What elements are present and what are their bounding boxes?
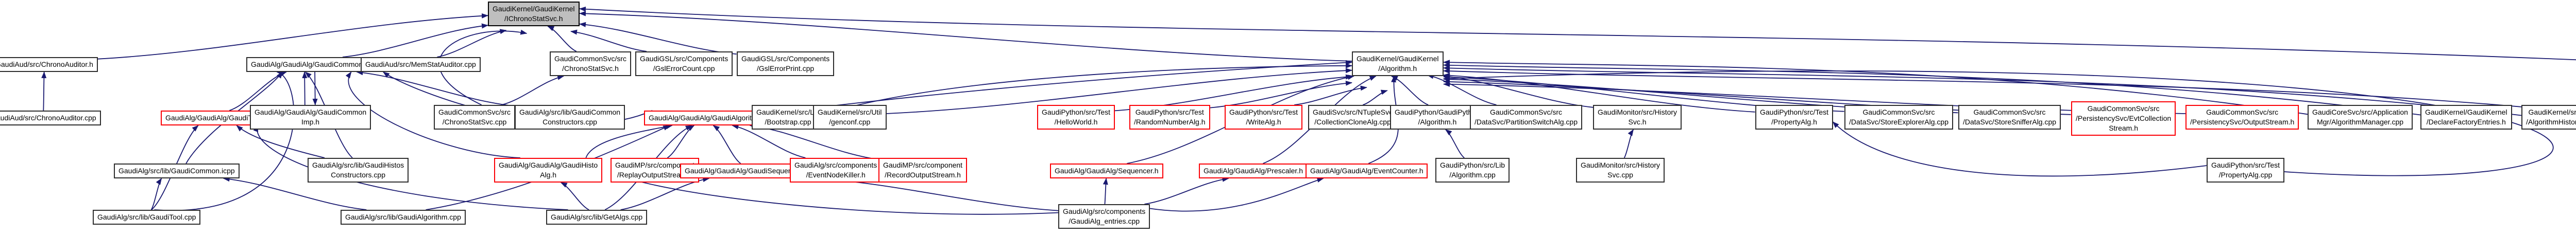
include-edge	[1443, 60, 2308, 115]
graph-node[interactable]: GaudiAlg/GaudiAlg/GaudiCommon Imp.h	[250, 105, 371, 130]
include-edge	[302, 71, 308, 105]
graph-node[interactable]: GaudiKernel/src/Lib /Bootstrap.cpp	[752, 105, 824, 130]
include-edge	[1445, 129, 1465, 158]
include-edge	[1443, 72, 1755, 113]
include-edge	[585, 124, 673, 158]
include-edge	[150, 178, 162, 210]
include-edge	[1363, 89, 1388, 105]
graph-node[interactable]: GaudiAlg/src/lib/GaudiCommon.icpp	[114, 164, 240, 178]
graph-node[interactable]: GaudiAlg/src/lib/GaudiAlgorithm.cpp	[341, 210, 466, 225]
graph-node[interactable]: GaudiCommonSvc/src /DataSvc/StoreSniffer…	[1958, 105, 2061, 130]
include-edge	[1443, 62, 2421, 116]
include-edge	[886, 68, 1352, 114]
graph-node[interactable]: GaudiCommonSvc/src /ChronoStatSvc.cpp	[434, 105, 516, 130]
graph-node[interactable]: GaudiPython/src/Test /HelloWorld.h	[1037, 105, 1115, 130]
include-edge	[1103, 178, 1108, 205]
graph-node[interactable]: GaudiPython/src/Test /PropertyAlg.cpp	[2207, 158, 2285, 183]
include-edge	[560, 182, 589, 210]
graph-node[interactable]: GaudiCoreSvc/src/Application Mgr/Algorit…	[2308, 105, 2413, 130]
graph-node[interactable]: GaudiAlg/src/lib/GaudiCommon Constructor…	[515, 105, 625, 130]
graph-node[interactable]: GaudiKernel/src/Util /genconf.cpp	[813, 105, 887, 130]
include-edge	[1832, 121, 2207, 177]
graph-node[interactable]: GaudiMonitor/src/History Svc.cpp	[1576, 158, 1665, 183]
graph-node[interactable]: GaudiAlg/GaudiAlg/GaudiCommon.h	[246, 57, 374, 72]
include-edge	[1149, 177, 1324, 212]
graph-node[interactable]: GaudiAlg/src/lib/GetAlgs.cpp	[546, 210, 648, 225]
graph-node-root[interactable]: GaudiKernel/GaudiKernel /IChronoStatSvc.…	[488, 2, 580, 26]
include-edge	[570, 29, 647, 52]
graph-node[interactable]: GaudiCommonSvc/src /DataSvc/StoreExplore…	[1844, 105, 1953, 130]
include-edge	[579, 22, 737, 55]
include-edge	[223, 176, 367, 210]
graph-node[interactable]: GaudiKernel/src/Lib /AlgorithmHistory.cp…	[2521, 105, 2576, 130]
graph-node[interactable]: GaudiAud/src/ChronoAuditor.h	[0, 57, 98, 72]
include-edge	[547, 26, 577, 52]
include-edge	[1623, 129, 1634, 158]
include-edge	[1443, 68, 2576, 113]
include-edge	[579, 6, 2576, 61]
include-edge	[342, 23, 488, 58]
include-edge	[1443, 74, 1594, 108]
include-edge	[1294, 85, 1367, 105]
graph-node[interactable]: GaudiKernel/GaudiKernel /Algorithm.h	[1352, 51, 1444, 76]
graph-node[interactable]: GaudiMP/src/component /RecordOutputStrea…	[878, 158, 968, 183]
include-edge	[579, 11, 1352, 62]
include-edge	[617, 174, 1059, 215]
graph-node[interactable]: GaudiPython/src/Lib /Algorithm.cpp	[1435, 158, 1510, 183]
include-edge	[620, 177, 710, 210]
graph-node[interactable]: GaudiAlg/src/components /EventNodeKiller…	[790, 158, 882, 183]
graph-node[interactable]: GaudiAlg/src/lib/GaudiHistos Constructor…	[308, 158, 409, 183]
include-edge	[713, 125, 741, 164]
graph-node[interactable]: GaudiCommonSvc/src /PersistencySvc/EvtCo…	[2071, 101, 2176, 136]
graph-node[interactable]: GaudiCommonSvc/src /PersistencySvc/Outpu…	[2185, 105, 2299, 130]
graph-node[interactable]: GaudiPython/GaudiPython /Algorithm.h	[1390, 105, 1485, 130]
graph-node[interactable]: GaudiAlg/src/lib/GaudiTool.cpp	[93, 210, 201, 225]
graph-node[interactable]: GaudiAlg/GaudiAlg/GaudiAlgorithm.h	[644, 111, 773, 125]
graph-node[interactable]: GaudiAlg/GaudiAlg/Prescaler.h	[1199, 164, 1308, 178]
graph-node[interactable]: GaudiCommonSvc/src /DataSvc/PartitionSwi…	[1470, 105, 1582, 130]
include-edge	[1144, 176, 1229, 205]
graph-node[interactable]: GaudiKernel/GaudiKernel /DeclareFactoryE…	[2420, 105, 2512, 130]
include-edge	[97, 13, 488, 60]
include-edge	[749, 123, 879, 160]
graph-node[interactable]: GaudiPython/src/Test /WriteAlg.h	[1225, 105, 1303, 130]
include-edge	[501, 75, 565, 105]
include-edge	[1210, 80, 1352, 108]
include-edge	[154, 70, 295, 211]
include-edge	[1443, 65, 2522, 116]
include-edge	[438, 29, 528, 105]
graph-node[interactable]: GaudiSvc/src/NTupleSvc /CollectionCloneA…	[1308, 105, 1398, 130]
include-edge	[437, 29, 507, 58]
include-edge	[1427, 74, 1497, 105]
graph-node[interactable]: GaudiCommonSvc/src /ChronoStatSvc.h	[550, 51, 632, 76]
include-edge	[817, 176, 1059, 211]
graph-node[interactable]: GaudiGSL/src/Components /GslErrorCount.c…	[635, 51, 733, 76]
include-edge	[824, 63, 1352, 115]
graph-node[interactable]: GaudiAlg/GaudiAlg/GaudiHisto Alg.h	[494, 158, 603, 183]
include-edge	[345, 71, 520, 158]
graph-node[interactable]: GaudiAlg/GaudiAlg/EventCounter.h	[1306, 164, 1428, 178]
include-edge	[1443, 70, 2554, 176]
include-edge	[1391, 76, 1429, 105]
graph-node[interactable]: GaudiAlg/GaudiAlg/Sequencer.h	[1050, 164, 1163, 178]
graph-node[interactable]: GaudiPython/src/Test /RandomNumberAlg.h	[1129, 105, 1210, 130]
graph-node[interactable]: GaudiAud/src/ChronoAuditor.cpp	[0, 111, 101, 125]
include-edge	[41, 71, 47, 111]
include-edge	[667, 125, 695, 158]
graph-node[interactable]: GaudiMonitor/src/History Svc.h	[1593, 105, 1682, 130]
graph-node[interactable]: GaudiPython/src/Test /PropertyAlg.h	[1755, 105, 1834, 130]
graph-node[interactable]: GaudiAud/src/MemStatAuditor.cpp	[361, 57, 481, 72]
graph-node[interactable]: GaudiAlg/src/components /GaudiAlg_entrie…	[1058, 204, 1150, 229]
include-edge	[356, 70, 515, 107]
include-edge	[732, 124, 806, 158]
include-edge	[236, 125, 325, 158]
graph-node[interactable]: GaudiGSL/src/Components /GslErrorPrint.c…	[737, 51, 835, 76]
